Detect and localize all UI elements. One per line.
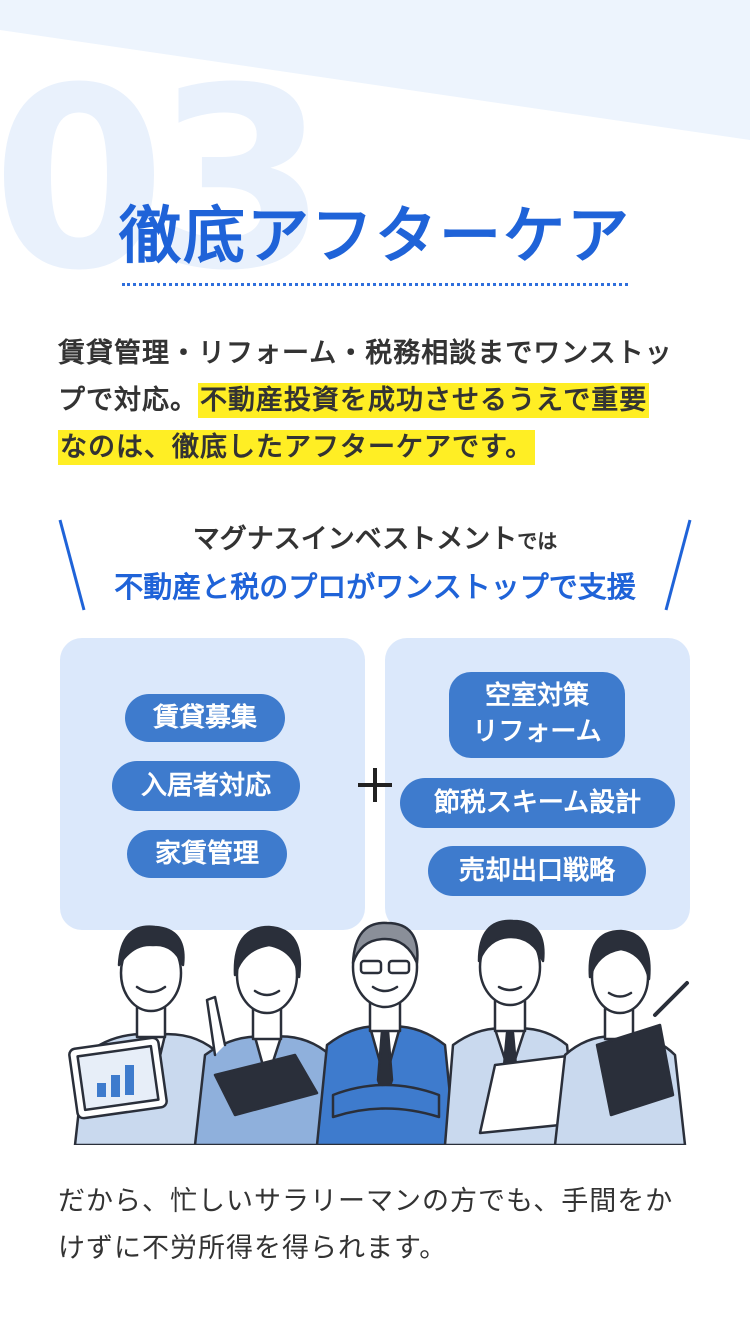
intro-text: 賃貸管理・リフォーム・税務相談までワンストッ プで対応。不動産投資を成功させるう…	[58, 330, 708, 471]
service-panel-left: 賃貸募集 入居者対応 家賃管理	[60, 638, 365, 930]
intro-highlight-1: 不動産投資を成功させるうえで重要	[198, 383, 650, 418]
service-panel-right: 空室対策 リフォーム 節税スキーム設計 売却出口戦略	[385, 638, 690, 930]
plus-icon	[358, 768, 392, 802]
service-pill-two-line: 空室対策 リフォーム	[449, 672, 625, 758]
service-pill: 賃貸募集	[125, 694, 285, 742]
service-pill: 売却出口戦略	[428, 846, 646, 896]
service-pill: 入居者対応	[112, 761, 300, 811]
header-background	[0, 0, 750, 140]
service-pill: 家賃管理	[127, 830, 287, 878]
person-4	[443, 919, 579, 1145]
right-slash-icon	[664, 519, 692, 611]
lead-company: マグナスインベストメントでは	[0, 520, 750, 561]
person-2	[193, 925, 342, 1145]
person-3	[315, 921, 457, 1145]
section-number: 03	[0, 34, 328, 325]
left-slash-icon	[58, 519, 86, 611]
intro-line-2-plain: プで対応。	[58, 385, 198, 416]
company-name: マグナスインベストメント	[192, 524, 518, 555]
pill-line: 空室対策	[484, 681, 589, 711]
outro-line-2: けずに不労所得を得られます。	[58, 1233, 448, 1264]
intro-line-2: プで対応。不動産投資を成功させるうえで重要	[58, 377, 708, 424]
intro-line-1: 賃貸管理・リフォーム・税務相談までワンストッ	[58, 338, 673, 369]
service-pill: 節税スキーム設計	[400, 778, 675, 828]
intro-line-3: なのは、徹底したアフターケアです。	[58, 424, 708, 471]
title-underline	[122, 283, 628, 286]
page-title: 徹底アフターケア	[118, 199, 631, 272]
company-suffix: では	[517, 529, 558, 553]
outro-text: だから、忙しいサラリーマンの方でも、手間をか けずに不労所得を得られます。	[58, 1178, 708, 1272]
lead-tagline: 不動産と税のプロがワンストップで支援	[114, 570, 636, 604]
team-illustration	[68, 919, 689, 1145]
intro-highlight-2: なのは、徹底したアフターケアです。	[58, 430, 536, 465]
outro-line-1: だから、忙しいサラリーマンの方でも、手間をか	[58, 1186, 674, 1217]
pill-line: リフォーム	[472, 717, 602, 747]
person-5	[553, 929, 689, 1145]
person-1	[68, 925, 232, 1145]
